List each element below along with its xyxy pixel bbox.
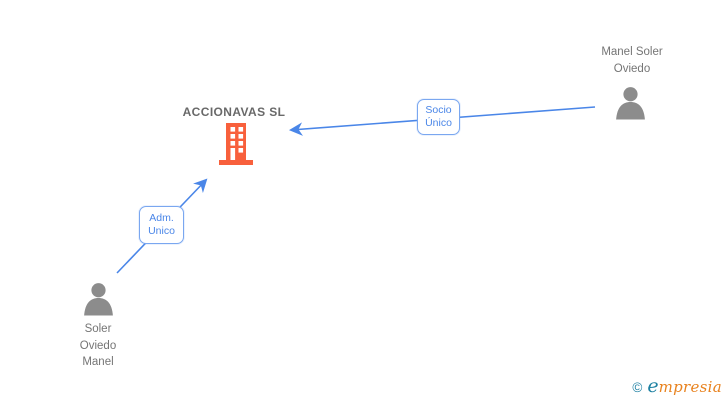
relation-label-line: Adm. bbox=[149, 212, 174, 224]
person-name-line: Soler bbox=[84, 323, 112, 335]
person-icon bbox=[616, 87, 645, 120]
brand-text: mpresia bbox=[658, 378, 722, 396]
relation-label-adm-unico[interactable]: Adm. Unico bbox=[139, 206, 184, 244]
brand-letter-e: e bbox=[647, 375, 659, 397]
person-name-manel-soler-oviedo: Manel Soler Oviedo bbox=[601, 44, 662, 77]
company-name: ACCIONAVAS SL bbox=[182, 105, 286, 119]
person-name-line: Manel Soler bbox=[601, 46, 663, 58]
copyright-icon: © bbox=[632, 380, 643, 395]
building-icon bbox=[219, 123, 253, 165]
relation-label-line: Unico bbox=[148, 225, 175, 237]
person-node-soler-oviedo-manel[interactable] bbox=[81, 282, 116, 316]
company-node[interactable] bbox=[219, 123, 253, 165]
person-name-soler-oviedo-manel: Soler Oviedo Manel bbox=[80, 321, 116, 371]
person-icon bbox=[84, 283, 113, 316]
person-name-line: Oviedo bbox=[613, 62, 651, 75]
person-name-line: Oviedo bbox=[79, 339, 117, 352]
empresia-logo[interactable]: © e mpresia bbox=[632, 375, 722, 397]
relation-label-socio-unico[interactable]: Socio Único bbox=[417, 99, 460, 135]
relation-label-line: Socio bbox=[425, 104, 452, 116]
relation-label-line: Único bbox=[425, 117, 452, 129]
person-node-manel-soler-oviedo[interactable] bbox=[613, 86, 648, 120]
person-name-line: Manel bbox=[82, 356, 114, 368]
